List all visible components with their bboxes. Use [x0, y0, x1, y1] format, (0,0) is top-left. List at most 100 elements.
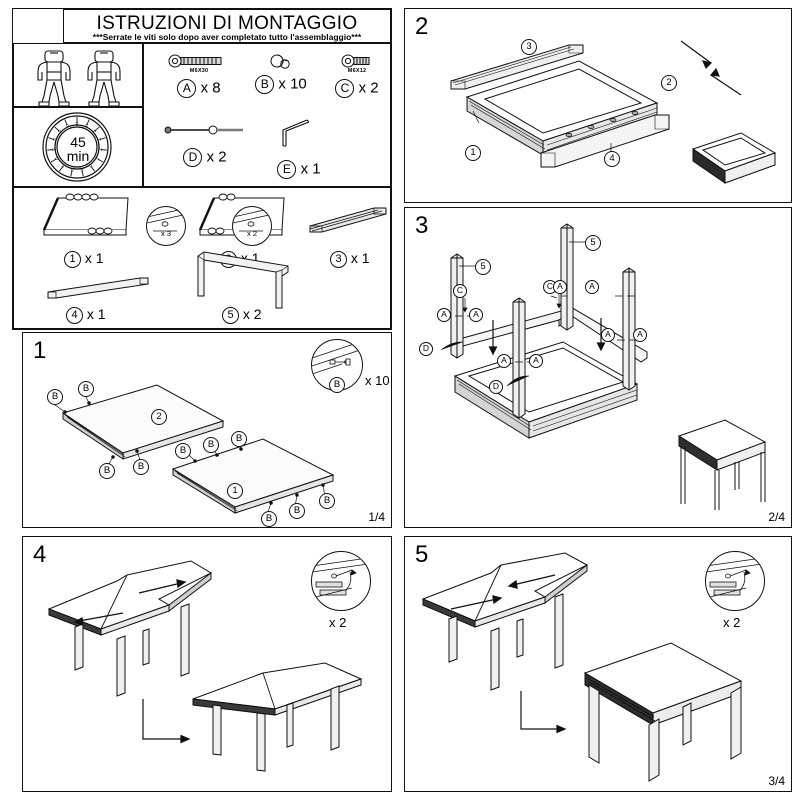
step-3-fastener-a-2: A [469, 308, 483, 322]
hardware-label-D: D x 2 [162, 148, 248, 167]
page-title: ISTRUZIONI DI MONTAGGIO [96, 13, 358, 34]
step-3-number: 3 [415, 212, 429, 239]
panel-step-2: 2 [404, 8, 792, 203]
step-4-number: 4 [33, 541, 47, 568]
part-1-detail-circle: x 3 [146, 206, 186, 246]
step-5-number: 5 [415, 541, 429, 568]
part-3-label: 3 x 1 [330, 250, 370, 268]
step-1-fastener-b-2: B [78, 381, 94, 397]
step-1-fastener-b-4: B [133, 459, 149, 475]
svg-text:3: 3 [96, 137, 103, 142]
svg-text:1: 1 [94, 156, 101, 162]
step-1-part-callout-1: 1 [227, 483, 243, 499]
step-1-detail-count: x 10 [365, 373, 390, 388]
step-2-number: 2 [415, 13, 429, 40]
time-value: 45 [70, 134, 86, 150]
hardware-label-B: B x 10 [244, 75, 318, 94]
hardware-label-C: C x 2 [324, 79, 390, 98]
part-4-label: 4 x 1 [66, 306, 106, 324]
svg-text:5: 5 [84, 122, 89, 129]
hardware-label-E: E x 1 [264, 160, 334, 179]
panel-step-5: 5 x 2 [404, 536, 792, 792]
cam-lock-icon [244, 54, 318, 70]
part-5-count: x 2 [242, 306, 262, 322]
step-3-fastener-a-3: A [497, 354, 511, 368]
step-3-fastener-a-6: A [585, 280, 599, 294]
hardware-id-B: B [255, 75, 275, 94]
part-4-count: x 1 [86, 306, 106, 322]
hardware-code-C: M6X12 [347, 68, 367, 74]
part-1-detail-count: x 3 [160, 229, 171, 238]
step-2-part-callout-1: 1 [465, 145, 481, 161]
hardware-id-C: C [335, 79, 355, 98]
step-4-detail-count: x 2 [329, 615, 347, 630]
bolt-icon [162, 54, 236, 68]
svg-text:0: 0 [70, 167, 74, 173]
step-3-fastener-a-4: A [529, 354, 543, 368]
step-2-part-callout-4: 4 [604, 151, 620, 167]
step-1-page-number: 1/4 [368, 510, 385, 524]
hardware-item-B: B x 10 [244, 54, 318, 94]
step-1-fastener-b-5: B [175, 443, 191, 459]
part-3-id: 3 [330, 250, 347, 268]
step-3-fastener-d-2: D [489, 380, 503, 394]
step-3-fastener-a-1: A [437, 308, 451, 322]
hardware-id-D: D [183, 148, 203, 167]
hardware-label-A: A x 8 [162, 79, 236, 98]
svg-text:0: 0 [51, 137, 58, 142]
svg-text:0: 0 [53, 156, 60, 162]
step-3-part-callout-5a: 5 [475, 259, 491, 275]
dowel-rod-icon [162, 124, 248, 136]
svg-text:5: 5 [60, 163, 66, 170]
step-3-fastener-a-7: A [601, 328, 615, 342]
step-1-part-callout-2: 2 [151, 409, 167, 425]
hardware-item-E: E x 1 [264, 118, 334, 179]
step-5-detail-count: x 2 [723, 615, 741, 630]
step-1-fastener-b-7: B [231, 431, 247, 447]
step-2-part-callout-3: 3 [521, 39, 537, 55]
step-1-fastener-b-9: B [289, 503, 305, 519]
step-3-fastener-a-5: A [553, 280, 567, 294]
step-1-fastener-b-3: B [99, 463, 115, 479]
panel-header-parts: ISTRUZIONI DI MONTAGGIO ***Serrate le vi… [12, 8, 392, 330]
hardware-count-A: x 8 [200, 79, 221, 97]
part-4-id: 4 [66, 306, 83, 324]
step-5-detail-circle [705, 551, 765, 611]
part-1-icon [36, 192, 148, 250]
step-1-fastener-b-6: B [203, 437, 219, 453]
step-4-detail-circle [311, 551, 371, 611]
two-person-icon [14, 44, 142, 107]
svg-text:0: 0 [88, 163, 94, 170]
time-unit: min [66, 148, 90, 164]
step-1-number: 1 [33, 337, 47, 364]
panel-step-3: 3 [404, 207, 792, 528]
step-3-part-callout-5b: 5 [585, 235, 601, 251]
panel-step-4: 4 x 2 [22, 536, 392, 792]
part-4-icon [44, 274, 154, 300]
svg-text:4: 4 [92, 128, 98, 134]
time-box: 6 5 4 3 2 1 0 5 0 5 0 5 0 5 0 [13, 107, 143, 187]
step-1-fastener-b-1: B [47, 389, 63, 405]
step-3-fastener-c-1: C [453, 284, 467, 298]
part-1-id: 1 [64, 250, 81, 268]
svg-text:5: 5 [80, 167, 84, 173]
step-5-page-number: 3/4 [768, 774, 785, 788]
step-1-fastener-b-10: B [319, 493, 335, 509]
part-5-icon [192, 250, 302, 310]
parts-box: 1 x 1 x 3 [13, 187, 391, 329]
hardware-count-B: x 10 [278, 75, 307, 93]
part-5-id: 5 [222, 306, 239, 324]
part-1-count: x 1 [84, 250, 104, 266]
hardware-code-A: M6X30 [189, 68, 209, 74]
title-box: ISTRUZIONI DI MONTAGGIO ***Serrate le vi… [63, 9, 391, 43]
step-1-fastener-b-8: B [261, 511, 277, 527]
svg-text:2: 2 [98, 148, 104, 152]
short-bolt-icon [324, 54, 390, 68]
hardware-count-D: x 2 [206, 148, 227, 166]
panel-step-1: 1 B x 10 [22, 332, 392, 528]
hardware-item-D: D x 2 [162, 124, 248, 167]
part-5-label: 5 x 2 [222, 306, 262, 324]
hardware-count-E: x 1 [300, 160, 321, 178]
page-subtitle: ***Serrate le viti solo dopo aver comple… [92, 32, 362, 42]
